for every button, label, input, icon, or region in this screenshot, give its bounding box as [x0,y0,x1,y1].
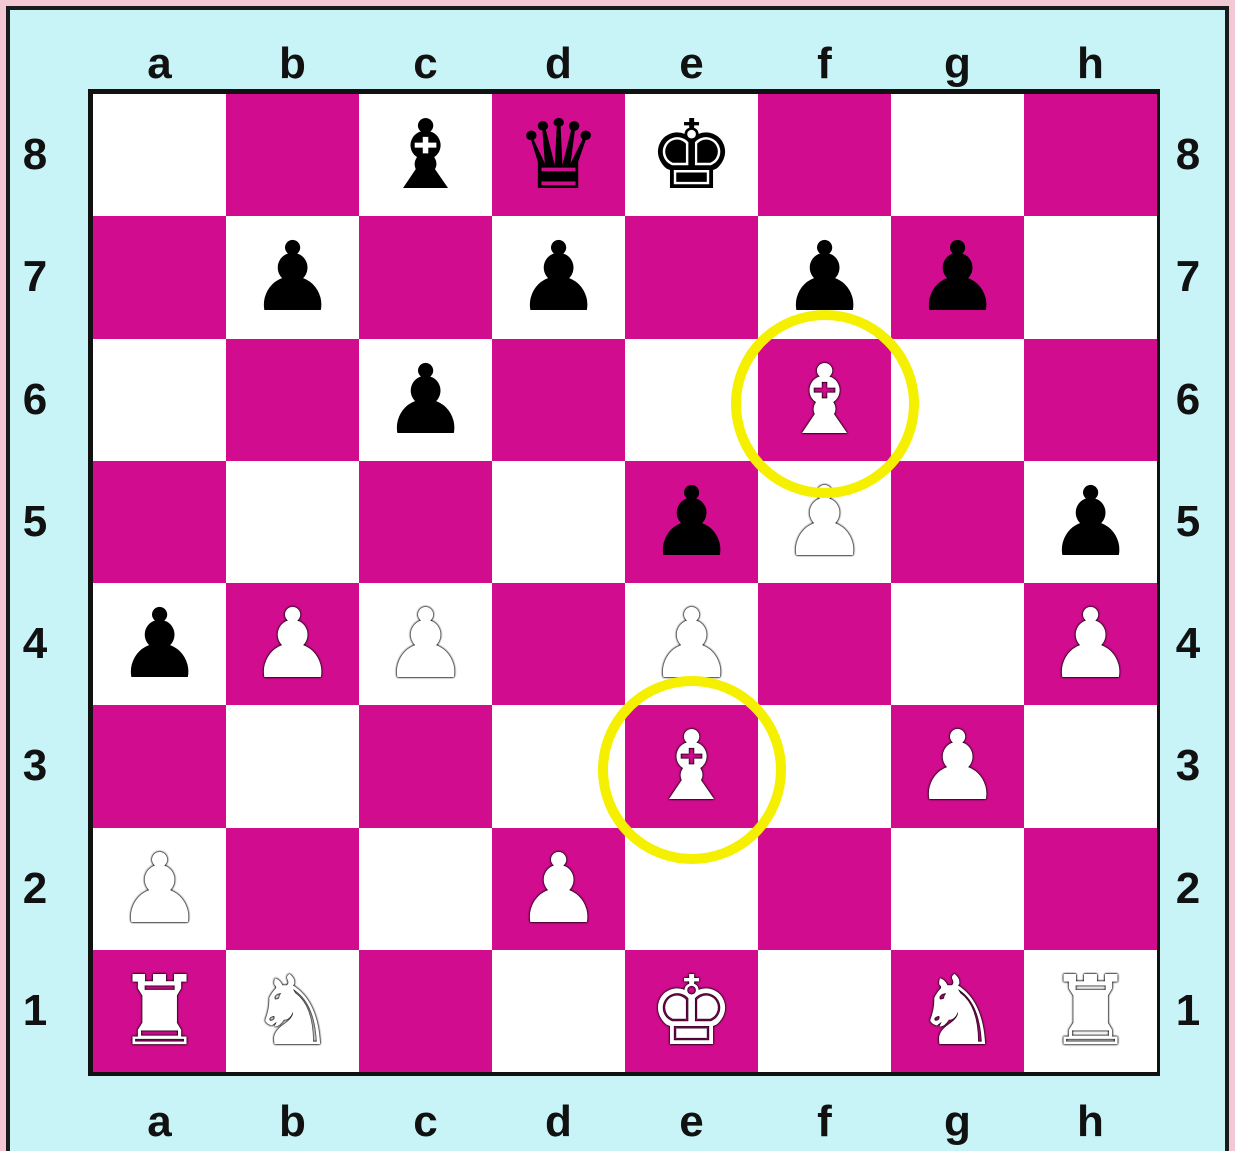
square-b3[interactable] [226,705,359,827]
square-d6[interactable] [492,339,625,461]
rank-label-left-8: 8 [5,133,65,177]
white-pawn-b4-icon[interactable]: ♟ [226,583,359,705]
square-a5[interactable] [93,461,226,583]
square-g8[interactable] [891,94,1024,216]
file-label-bottom-h: h [1061,1100,1121,1144]
file-label-bottom-b: b [263,1100,323,1144]
square-c2[interactable] [359,828,492,950]
black-pawn-c6-icon[interactable]: ♟ [359,339,492,461]
square-b5[interactable] [226,461,359,583]
rank-label-left-1: 1 [5,989,65,1033]
file-label-top-f: f [795,42,855,86]
square-h6[interactable] [1024,339,1157,461]
rank-label-right-7: 7 [1158,255,1218,299]
black-pawn-h5-icon[interactable]: ♟ [1024,461,1157,583]
rank-label-right-6: 6 [1158,378,1218,422]
square-e7[interactable] [625,216,758,338]
rank-label-right-2: 2 [1158,867,1218,911]
square-h7[interactable] [1024,216,1157,338]
rank-label-left-2: 2 [5,867,65,911]
square-c5[interactable] [359,461,492,583]
file-label-top-a: a [130,42,190,86]
square-f1[interactable] [758,950,891,1072]
square-d4[interactable] [492,583,625,705]
black-pawn-b7-icon[interactable]: ♟ [226,216,359,338]
black-king-e8-icon[interactable]: ♚ [625,94,758,216]
square-a8[interactable] [93,94,226,216]
square-a7[interactable] [93,216,226,338]
square-h3[interactable] [1024,705,1157,827]
rank-label-left-4: 4 [5,622,65,666]
rank-label-right-4: 4 [1158,622,1218,666]
rank-label-left-6: 6 [5,378,65,422]
square-d5[interactable] [492,461,625,583]
square-f2[interactable] [758,828,891,950]
rank-label-left-7: 7 [5,255,65,299]
white-rook-a1-icon[interactable]: ♜ [93,950,226,1072]
rank-label-right-3: 3 [1158,744,1218,788]
file-label-bottom-e: e [662,1100,722,1144]
square-g4[interactable] [891,583,1024,705]
black-pawn-g7-icon[interactable]: ♟ [891,216,1024,338]
square-c7[interactable] [359,216,492,338]
black-pawn-e5-icon[interactable]: ♟ [625,461,758,583]
square-f4[interactable] [758,583,891,705]
square-a6[interactable] [93,339,226,461]
white-knight-g1-icon[interactable]: ♞ [891,950,1024,1072]
square-h2[interactable] [1024,828,1157,950]
square-g2[interactable] [891,828,1024,950]
file-label-bottom-a: a [130,1100,190,1144]
rank-label-left-5: 5 [5,500,65,544]
black-bishop-c8-icon[interactable]: ♝ [359,94,492,216]
square-g5[interactable] [891,461,1024,583]
white-pawn-c4-icon[interactable]: ♟ [359,583,492,705]
file-label-bottom-f: f [795,1100,855,1144]
white-knight-b1-icon[interactable]: ♞ [226,950,359,1072]
file-label-bottom-d: d [529,1100,589,1144]
white-pawn-h4-icon[interactable]: ♟ [1024,583,1157,705]
file-label-top-c: c [396,42,456,86]
square-c1[interactable] [359,950,492,1072]
rank-label-right-8: 8 [1158,133,1218,177]
white-king-e1-icon[interactable]: ♚ [625,950,758,1072]
file-label-top-d: d [529,42,589,86]
file-label-top-h: h [1061,42,1121,86]
black-pawn-a4-icon[interactable]: ♟ [93,583,226,705]
square-b2[interactable] [226,828,359,950]
highlight-ring-f6 [731,310,919,498]
square-f8[interactable] [758,94,891,216]
file-label-top-e: e [662,42,722,86]
square-a3[interactable] [93,705,226,827]
rank-label-left-3: 3 [5,744,65,788]
rank-label-right-5: 5 [1158,500,1218,544]
square-b6[interactable] [226,339,359,461]
file-label-top-b: b [263,42,323,86]
white-pawn-g3-icon[interactable]: ♟ [891,705,1024,827]
file-label-top-g: g [928,42,988,86]
chess-board: ♝♛♚♟♟♟♟♟♝♟♟♟♟♟♟♟♟♝♟♟♟♜♞♚♞♜ [88,89,1160,1076]
white-pawn-a2-icon[interactable]: ♟ [93,828,226,950]
file-label-bottom-c: c [396,1100,456,1144]
square-d1[interactable] [492,950,625,1072]
black-pawn-d7-icon[interactable]: ♟ [492,216,625,338]
file-label-bottom-g: g [928,1100,988,1144]
square-c3[interactable] [359,705,492,827]
square-b8[interactable] [226,94,359,216]
highlight-ring-e3 [598,676,786,864]
rank-label-right-1: 1 [1158,989,1218,1033]
white-pawn-d2-icon[interactable]: ♟ [492,828,625,950]
white-rook-h1-icon[interactable]: ♜ [1024,950,1157,1072]
black-queen-d8-icon[interactable]: ♛ [492,94,625,216]
square-h8[interactable] [1024,94,1157,216]
